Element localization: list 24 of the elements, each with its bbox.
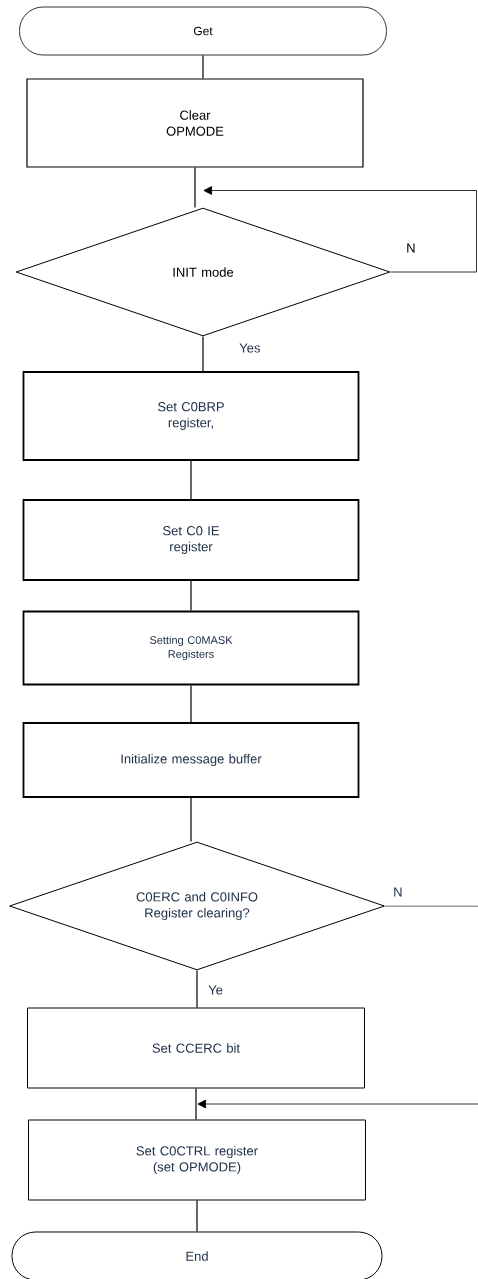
process-box: Initialize message buffer (22, 722, 360, 798)
process-box: Set C0 IE register (22, 499, 360, 581)
process-box: Set CCERC bit (27, 1007, 365, 1089)
edge-label: N (407, 243, 415, 253)
connector-line (202, 54, 204, 79)
edge-label: N (394, 887, 402, 897)
connector-line (194, 167, 196, 209)
incoming-arrow (197, 1099, 478, 1109)
edge-label: Ye (208, 985, 223, 995)
process-box: Setting C0MASK Registers (22, 610, 360, 686)
connector-line (196, 969, 198, 1009)
process-box: Clear OPMODE (26, 78, 364, 168)
connector-line (195, 1087, 197, 1121)
process-box: Set C0CTRL register (set OPMODE) (28, 1119, 366, 1201)
connector-line (190, 797, 192, 843)
process-box: Set C0BRP register, (22, 371, 360, 461)
connector-line (196, 1199, 198, 1233)
loop-arrow (203, 186, 477, 273)
connector-line (190, 580, 192, 612)
connector-line (202, 335, 204, 372)
connector-line (190, 684, 192, 723)
edge-label: Yes (239, 343, 260, 353)
connector-line (384, 905, 478, 907)
connector-line (190, 460, 192, 500)
